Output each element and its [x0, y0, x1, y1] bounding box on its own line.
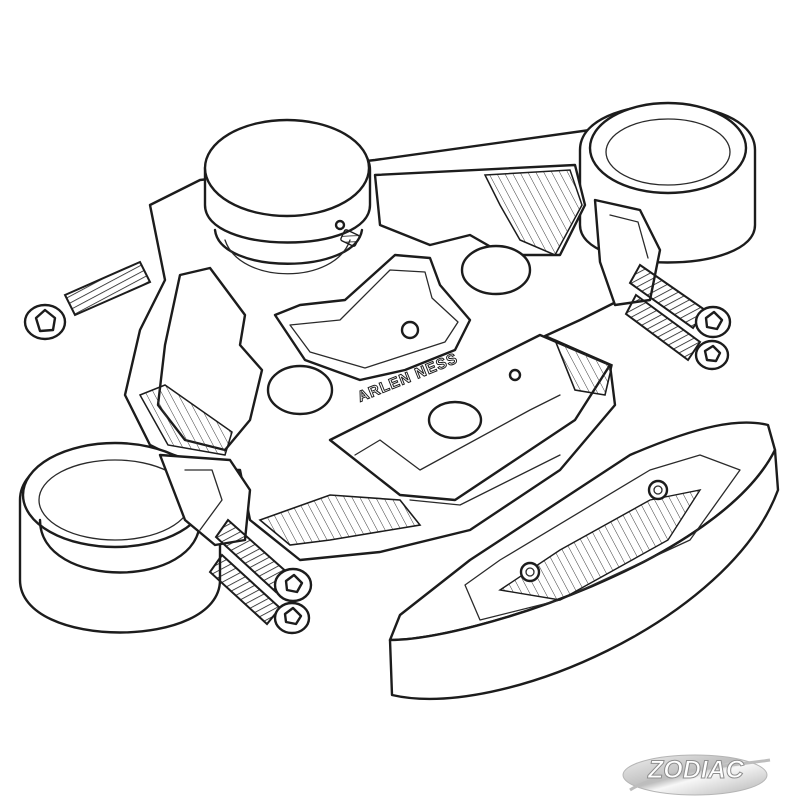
zodiac-logo-text: ZODIAC	[647, 756, 745, 784]
zodiac-logo: ZODIAC	[622, 754, 771, 796]
set-screw	[340, 229, 360, 247]
left-bolts	[208, 518, 313, 635]
left-bolt-hole	[266, 364, 334, 416]
right-bolt-hole	[460, 244, 532, 296]
left-grip-texture	[138, 384, 233, 456]
stem-cap	[203, 118, 372, 275]
right-fork-clamp	[578, 101, 757, 307]
center-pocket	[273, 253, 472, 382]
left-top-bolt	[23, 260, 152, 341]
front-grip-texture	[258, 494, 422, 546]
separate-cover-plate	[388, 421, 780, 700]
triple-clamp: ARLEN NESS	[18, 101, 757, 634]
right-grip-texture	[483, 169, 583, 256]
riser-block	[328, 333, 612, 506]
right-bolts	[624, 263, 732, 371]
